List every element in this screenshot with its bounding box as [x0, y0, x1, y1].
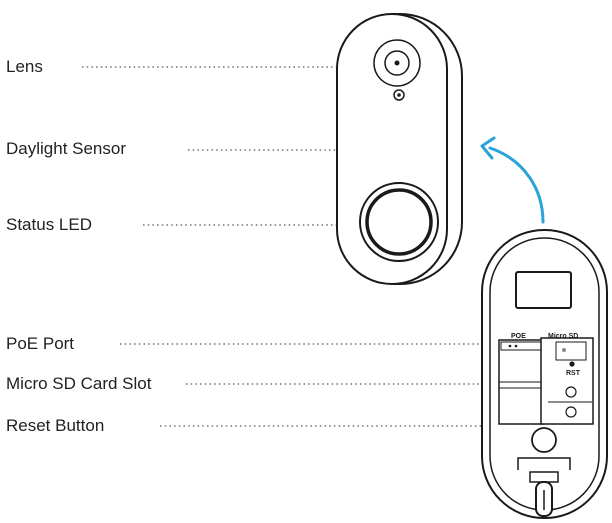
micro-sd-text: Micro SD	[548, 333, 578, 340]
flip-arrow-shaft	[488, 146, 545, 224]
reset-button-icon	[565, 386, 577, 398]
micro-sd-indicator	[562, 348, 566, 352]
label-reset-button: Reset Button	[6, 416, 105, 435]
daylight-sensor-center	[397, 93, 401, 97]
poe-port-connector	[500, 341, 542, 351]
poe-port-pin	[508, 344, 512, 348]
doorbell-front	[336, 13, 463, 285]
label-lens: Lens	[6, 57, 43, 76]
label-micro-sd-card-slot: Micro SD Card Slot	[6, 374, 152, 393]
back-button-icon	[531, 427, 557, 453]
mount-clip	[529, 471, 559, 483]
status-led-inner-ring	[365, 188, 433, 256]
screw-icon	[565, 406, 577, 418]
micro-sd-card	[555, 341, 587, 361]
poe-port-pin	[514, 344, 518, 348]
flip-arrow-head-icon	[480, 136, 496, 160]
flip-arrow	[480, 136, 545, 224]
doorbell-back: POE Micro SD RST	[481, 229, 608, 519]
label-poe-port: PoE Port	[6, 334, 75, 353]
lens-center	[394, 60, 400, 66]
mount-bracket	[517, 457, 571, 470]
poe-text: POE	[511, 333, 526, 340]
label-daylight-sensor: Daylight Sensor	[6, 139, 127, 158]
reset-dot	[569, 361, 575, 367]
rst-text: RST	[566, 370, 581, 377]
label-status-led: Status LED	[6, 215, 92, 234]
back-label-window	[515, 271, 572, 309]
